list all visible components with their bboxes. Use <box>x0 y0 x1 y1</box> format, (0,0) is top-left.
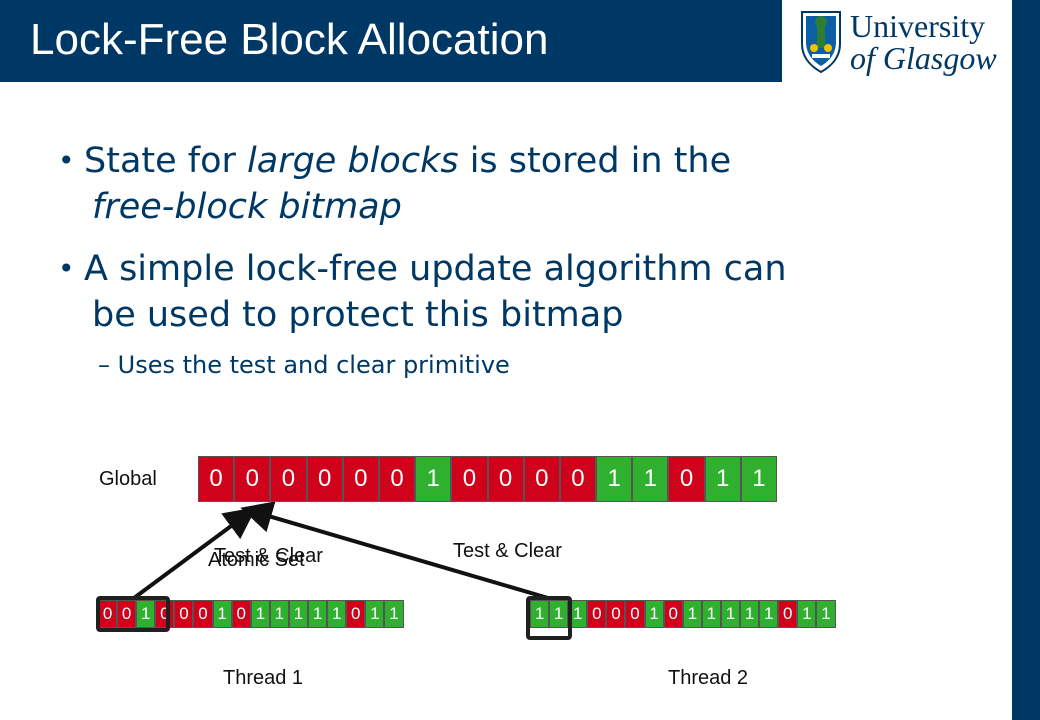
thread2-bit: 1 <box>644 600 664 628</box>
logo-wordmark: University of Glasgow <box>850 10 997 74</box>
right-stripe <box>1012 0 1040 720</box>
arrow-thread2-to-global <box>240 501 549 600</box>
global-bit: 0 <box>668 456 705 502</box>
thread2-bit: 1 <box>530 600 550 628</box>
thread1-label: Thread 1 <box>223 667 304 689</box>
global-bit: 0 <box>342 456 379 502</box>
thread1-bit: 1 <box>250 600 270 628</box>
thread2-test-clear-label: Test & Clear <box>453 540 562 562</box>
thread1-bit: 1 <box>308 600 328 628</box>
slide-title: Lock-Free Block Allocation <box>30 15 549 64</box>
title-bar: Lock-Free Block Allocation <box>0 0 782 82</box>
thread2-selection-box <box>526 596 572 640</box>
thread1-bit: 1 <box>212 600 232 628</box>
logo-line-1: University <box>850 8 986 44</box>
global-bit: 0 <box>523 456 560 502</box>
bullet-2-continuation: be used to protect this bitmap <box>92 295 624 335</box>
thread1-bit: 0 <box>174 600 194 628</box>
logo-line-2: of Glasgow <box>850 40 997 76</box>
bullet-1-continuation: free-block bitmap <box>92 187 402 227</box>
global-label: Global <box>99 468 157 490</box>
global-bit: 0 <box>451 456 488 502</box>
global-bit: 1 <box>632 456 669 502</box>
thread2-bit: 0 <box>663 600 683 628</box>
thread1-bit: 0 <box>193 600 213 628</box>
thread2-bit: 1 <box>549 600 569 628</box>
thread2-bit: 1 <box>740 600 760 628</box>
thread1-bit: 0 <box>231 600 251 628</box>
thread1-bit: 0 <box>346 600 366 628</box>
thread1-bit: 1 <box>136 600 156 628</box>
global-bit: 0 <box>487 456 524 502</box>
arrow-thread1-to-global <box>132 507 257 600</box>
bullet-1-text-italic: large blocks <box>247 141 459 181</box>
thread2-bit: 1 <box>682 600 702 628</box>
bullet-1-text-a: State for <box>84 141 248 181</box>
thread2-bit: 0 <box>606 600 626 628</box>
university-logo: University of Glasgow <box>798 8 1008 78</box>
bullet-list: • State for large blocks is stored in th… <box>58 138 958 380</box>
global-bit: 0 <box>198 456 235 502</box>
sub-bullet: – Uses the test and clear primitive <box>98 351 510 379</box>
global-bit: 0 <box>559 456 597 502</box>
thread1-bit: 1 <box>288 600 309 628</box>
thread2-bit: 0 <box>625 600 645 628</box>
global-bit: 1 <box>415 456 452 502</box>
thread2-bit: 1 <box>701 600 721 628</box>
thread2-bit: 0 <box>778 600 798 628</box>
thread1-atomic-set-label: Atomic Set <box>208 549 305 571</box>
bullet-2-text: A simple lock-free update algorithm can <box>84 249 787 289</box>
thread1-bit: 1 <box>384 600 404 628</box>
thread1-bit: 1 <box>269 600 289 628</box>
thread2-bit: 1 <box>720 600 741 628</box>
bullet-dot-icon: • <box>58 144 75 177</box>
bullet-dot-icon: • <box>58 252 75 285</box>
thread1-test-clear-label: Test & Clear <box>214 545 323 567</box>
crest-icon <box>801 11 841 74</box>
bullet-1: • State for large blocks is stored in th… <box>58 138 958 230</box>
thread1-selection-box <box>96 596 170 632</box>
global-bit: 1 <box>596 456 633 502</box>
thread2-bit: 1 <box>797 600 817 628</box>
thread1-bit: 0 <box>117 600 137 628</box>
thread2-label: Thread 2 <box>668 667 749 689</box>
global-bit: 0 <box>306 456 343 502</box>
thread2-bit: 1 <box>816 600 836 628</box>
global-bit: 0 <box>234 456 271 502</box>
global-bit: 1 <box>740 456 777 502</box>
thread1-bit: 1 <box>365 600 385 628</box>
thread2-bit: 1 <box>759 600 779 628</box>
bullet-2: • A simple lock-free update algorithm ca… <box>58 246 958 338</box>
global-bit: 0 <box>378 456 416 502</box>
global-bit: 0 <box>270 456 307 502</box>
thread2-bit: 0 <box>587 600 607 628</box>
thread1-bit: 1 <box>327 600 347 628</box>
bullet-1-text-b: is stored in the <box>458 141 732 181</box>
global-bit: 1 <box>704 456 741 502</box>
